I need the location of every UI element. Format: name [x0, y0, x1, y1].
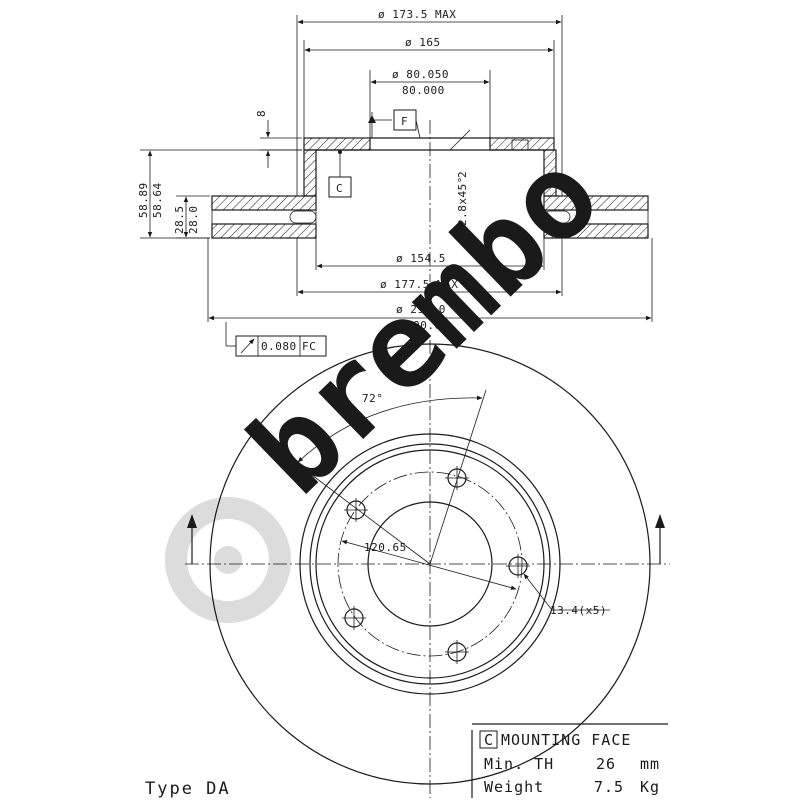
type-label: Type DA — [145, 779, 231, 799]
dim-disc-thickness-upper: 28.5 — [173, 206, 186, 235]
runout-datum: FC — [302, 340, 316, 353]
dim-bore-lower: 80.000 — [402, 84, 445, 97]
bolt-hole — [506, 554, 530, 578]
dim-height-lower: 58.64 — [151, 182, 164, 218]
legend-datum-c-box — [479, 730, 498, 749]
pcd-label: 120.65 — [364, 541, 407, 554]
dim-inner-friction: ø 154.5 — [396, 252, 446, 265]
hat-wall-right — [543, 149, 557, 197]
dim-hat-outer: ø 173.5 MAX — [378, 8, 456, 21]
legend-datum-c: C — [484, 731, 494, 749]
runout-value: 0.080 — [261, 340, 297, 353]
chamfer-label: 2.8x45° — [456, 176, 469, 226]
runout-frame — [235, 335, 327, 357]
bolt-hole — [445, 640, 469, 664]
angle-leader-right — [429, 389, 487, 565]
dim-outer-upper: ø 291.0 — [396, 303, 446, 316]
disc-outer-edge — [209, 343, 651, 785]
dim-hat-thickness: 8 — [255, 110, 268, 117]
bolt-hole — [344, 498, 368, 522]
spec-legend: C MOUNTING FACE Min. TH 26 mm Weight 7.5… — [471, 723, 668, 798]
legend-mounting-face: MOUNTING FACE — [501, 731, 631, 749]
min-th-label: Min. TH — [484, 755, 554, 773]
bolt-holes — [342, 466, 530, 664]
bolt-hole-leader — [523, 573, 553, 611]
disc-top-plate-left — [211, 195, 317, 211]
weight-value: 7.5 — [594, 778, 624, 796]
dim-height-upper: 58.89 — [137, 182, 150, 218]
weight-label: Weight — [484, 778, 544, 796]
hat-top-left — [303, 137, 371, 151]
runout-symbol-icon — [240, 338, 255, 354]
datum-c-label: C — [336, 182, 343, 195]
plan-view: 72° 120.65 13.4(x5) — [185, 340, 670, 798]
weight-unit: Kg — [640, 778, 660, 796]
dim-hat: ø 165 — [405, 36, 441, 49]
bolt-hole — [342, 606, 366, 630]
min-th-unit: mm — [640, 755, 660, 773]
disc-bottom-plate-right — [543, 223, 649, 239]
bolt-hole-label: 13.4(x5) — [550, 604, 607, 617]
disc-top-plate-right — [543, 195, 649, 211]
pcd-dimension-line — [341, 540, 517, 590]
hat-wall-left — [303, 149, 317, 197]
bolt-hole — [445, 466, 469, 490]
datum-f-label: F — [401, 115, 408, 128]
disc-bottom-plate-left — [211, 223, 317, 239]
dim-outer-lower: 290.6 — [406, 319, 442, 332]
dim-bore-upper: ø 80.050 — [392, 68, 449, 81]
dim-disc-thickness-lower: 28.0 — [187, 206, 200, 235]
angle-label: 72° — [362, 392, 383, 405]
dim-hat-base: ø 177.5 MAX — [380, 278, 458, 291]
cross-section-view: F C 2.8x45° 2 ø 173.5 MAX ø 165 ø 80.050… — [137, 8, 653, 357]
min-th-value: 26 — [596, 755, 616, 773]
pitch-circle — [337, 471, 523, 657]
chamfer-small-label: 2 — [456, 171, 469, 178]
